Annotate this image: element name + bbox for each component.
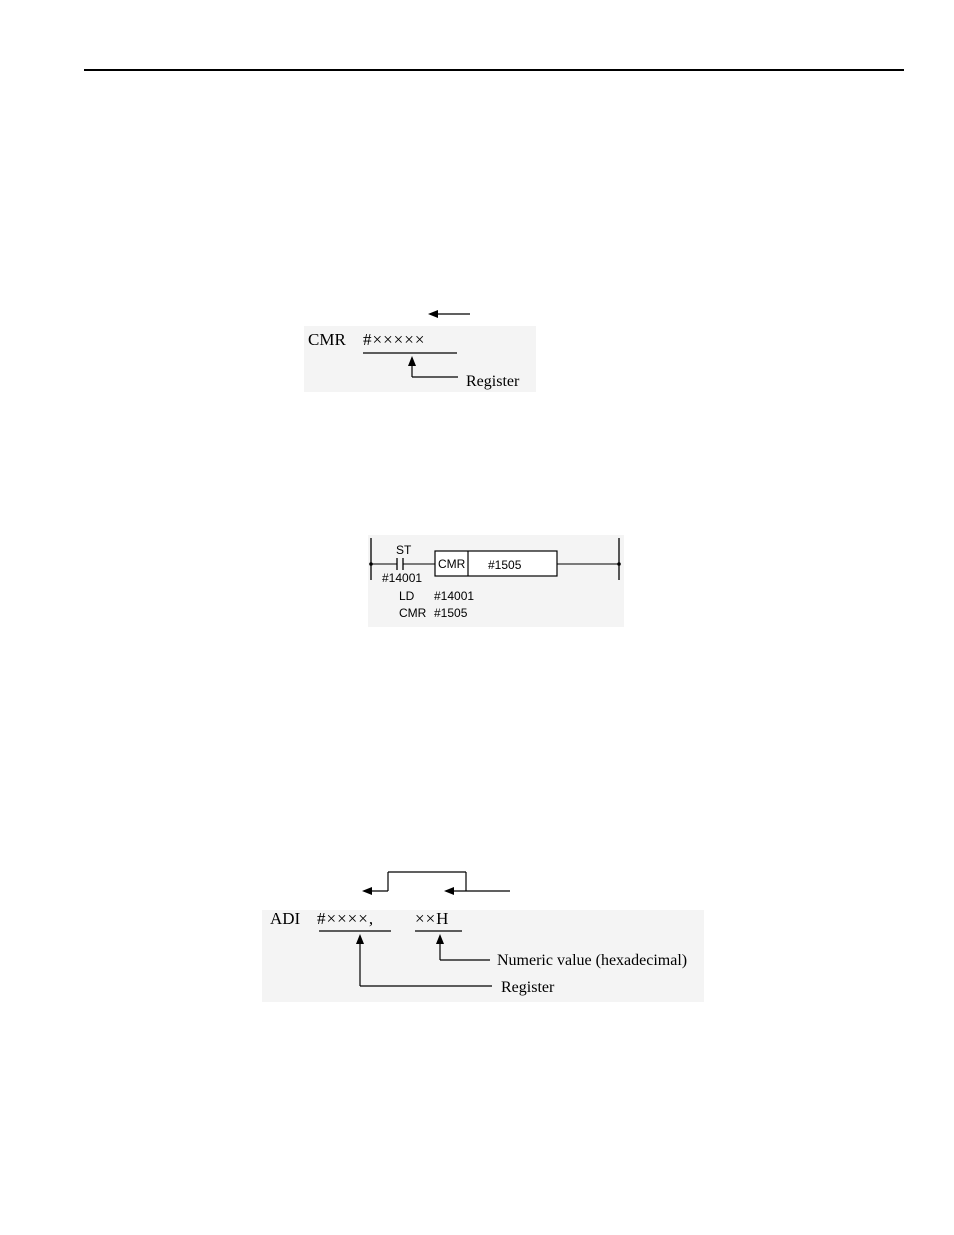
adi-register-label: Register [501, 979, 555, 996]
program-line-2-mnemonic: CMR [399, 606, 427, 620]
cmr-format-shade [304, 326, 536, 392]
arrow-up-icon [408, 356, 416, 366]
adi-format-shade [262, 910, 704, 1002]
cmr-ladder-shade [368, 535, 624, 627]
cmr-operand-text: #××××× [363, 330, 425, 349]
arrow-up-icon [356, 934, 364, 944]
cmr-ladder-figure: ST #14001 CMR #1505 LD #14001 CMR #1505 [360, 530, 640, 630]
program-line-1-operand: #14001 [434, 589, 474, 603]
cmr-register-label: Register [466, 373, 520, 390]
cmr-format-figure: CMR #××××× Register [300, 300, 560, 400]
adi-format-diagram: ADI #××××, ××H Numeric value (hexadecima… [270, 871, 687, 996]
instruction-box [434, 550, 558, 577]
adi-register-operand: #××××, [317, 909, 374, 928]
contact-address: #14001 [382, 571, 422, 585]
box-operand-text: #1505 [488, 558, 522, 572]
adi-instruction-text: ADI [270, 909, 301, 928]
arrow-up-icon [436, 934, 444, 944]
arrow-left-icon [444, 887, 454, 895]
header-rule [84, 69, 904, 71]
arrow-left-icon [428, 310, 438, 318]
cmr-ladder-diagram: ST #14001 CMR #1505 LD #14001 CMR #1505 [369, 538, 621, 620]
cmr-instruction-text: CMR [308, 330, 346, 349]
cmr-format-diagram: CMR #××××× Register [308, 310, 520, 390]
contact-label: ST [396, 543, 412, 557]
program-line-1-mnemonic: LD [399, 589, 415, 603]
adi-format-figure: ADI #××××, ××H Numeric value (hexadecima… [260, 860, 710, 1000]
adi-value-label: Numeric value (hexadecimal) [497, 952, 687, 969]
box-instruction-text: CMR [438, 557, 466, 571]
arrow-left-icon [362, 887, 372, 895]
program-line-2-operand: #1505 [434, 606, 468, 620]
adi-value-operand: ××H [415, 909, 449, 928]
